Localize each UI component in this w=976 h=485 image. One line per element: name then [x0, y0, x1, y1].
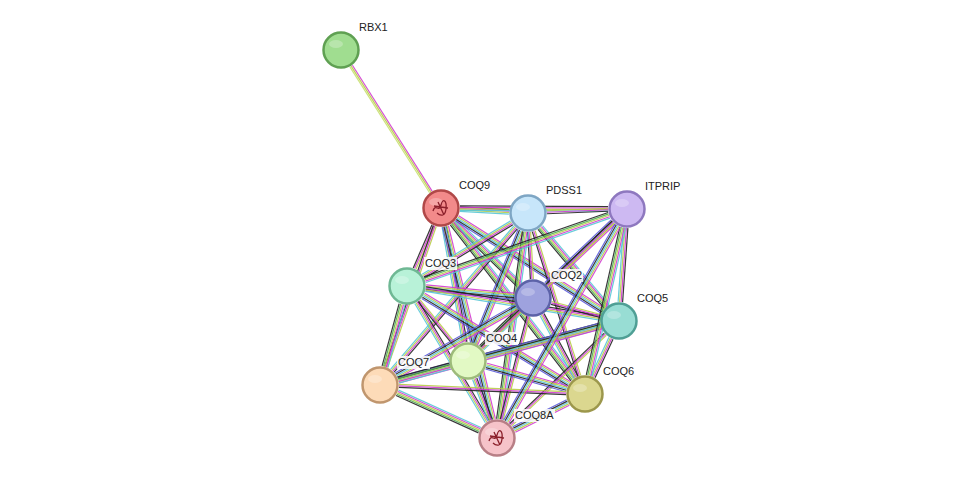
- evidence-line: [481, 221, 613, 347]
- node-highlight: [573, 384, 587, 392]
- protein-label: COQ7: [397, 356, 430, 369]
- interaction-edge: [485, 363, 567, 391]
- evidence-line: [482, 222, 614, 348]
- protein-label: COQ9: [458, 179, 491, 192]
- evidence-line: [549, 224, 615, 287]
- interaction-edge: [396, 390, 481, 433]
- protein-label: PDSS1: [545, 184, 583, 197]
- evidence-line: [352, 65, 432, 191]
- protein-node: COQ5: [600, 302, 638, 340]
- interaction-edge: [481, 221, 615, 349]
- node-highlight: [516, 203, 530, 211]
- protein-node: COQ6: [566, 375, 604, 413]
- interaction-edge: [398, 323, 602, 383]
- node-highlight: [368, 375, 382, 383]
- evidence-line: [351, 66, 431, 192]
- node-disc: [451, 344, 486, 379]
- node-disc: [324, 33, 359, 68]
- node-disc: [511, 196, 546, 231]
- node-circle: [514, 279, 552, 317]
- protein-label: COQ5: [636, 292, 669, 305]
- node-highlight: [607, 311, 621, 319]
- node-circle: [600, 302, 638, 340]
- protein-node: ITPRIP: [608, 190, 646, 228]
- structure-picture: [489, 431, 504, 446]
- evidence-line: [396, 396, 478, 433]
- evidence-line: [515, 404, 569, 431]
- evidence-line: [350, 67, 430, 193]
- node-disc: [480, 421, 515, 456]
- interaction-edge: [399, 384, 566, 394]
- node-highlight: [456, 351, 470, 359]
- protein-label: COQ3: [424, 257, 457, 270]
- node-circle: [361, 366, 399, 404]
- node-disc: [610, 192, 645, 227]
- protein-label: ITPRIP: [644, 180, 681, 193]
- node-highlight: [615, 199, 629, 207]
- node-circle: [478, 419, 516, 457]
- protein-label: RBX1: [358, 21, 389, 34]
- evidence-line: [505, 225, 616, 421]
- evidence-line: [473, 380, 489, 421]
- structure-picture: [433, 201, 448, 216]
- protein-node: COQ2: [514, 279, 552, 317]
- protein-label: COQ4: [485, 332, 518, 345]
- protein-label: COQ8A: [514, 409, 555, 422]
- interaction-edge: [473, 378, 493, 421]
- node-circle: [449, 342, 487, 380]
- evidence-line: [513, 400, 567, 427]
- node-disc: [516, 281, 551, 316]
- node-disc: [424, 191, 459, 226]
- evidence-line: [398, 391, 480, 428]
- node-circle: [509, 194, 547, 232]
- node-circle: [566, 375, 604, 413]
- protein-node: COQ3: [388, 267, 426, 305]
- evidence-line: [513, 401, 567, 428]
- protein-node: COQ8A: [478, 419, 516, 457]
- node-disc: [602, 304, 637, 339]
- node-circle: [422, 189, 460, 227]
- evidence-line: [504, 224, 615, 420]
- protein-node: COQ7: [361, 366, 399, 404]
- node-disc: [390, 269, 425, 304]
- evidence-line: [514, 402, 568, 429]
- node-highlight: [329, 40, 343, 48]
- evidence-line: [474, 379, 490, 420]
- interaction-edge: [547, 208, 608, 213]
- evidence-line: [397, 393, 479, 430]
- protein-node: COQ4: [449, 342, 487, 380]
- protein-label: COQ6: [602, 365, 635, 378]
- evidence-line: [399, 387, 566, 394]
- node-circle: [322, 31, 360, 69]
- evidence-line: [592, 228, 626, 376]
- evidence-line: [475, 379, 491, 420]
- protein-node: RBX1: [322, 31, 360, 69]
- evidence-line: [487, 365, 567, 388]
- evidence-line: [399, 390, 481, 427]
- evidence-line: [477, 378, 493, 419]
- node-highlight: [521, 288, 535, 296]
- protein-node: COQ9: [422, 189, 460, 227]
- node-circle: [388, 267, 426, 305]
- evidence-line: [399, 386, 566, 393]
- node-circle: [608, 190, 646, 228]
- node-disc: [363, 368, 398, 403]
- evidence-line: [547, 211, 608, 213]
- interaction-edge: [513, 400, 570, 432]
- interaction-edge: [350, 65, 432, 192]
- evidence-line: [483, 223, 615, 349]
- evidence-line: [460, 211, 509, 214]
- node-highlight: [395, 276, 409, 284]
- node-disc: [568, 377, 603, 412]
- protein-label: COQ2: [550, 269, 583, 282]
- protein-node: PDSS1: [509, 194, 547, 232]
- evidence-line: [397, 394, 479, 431]
